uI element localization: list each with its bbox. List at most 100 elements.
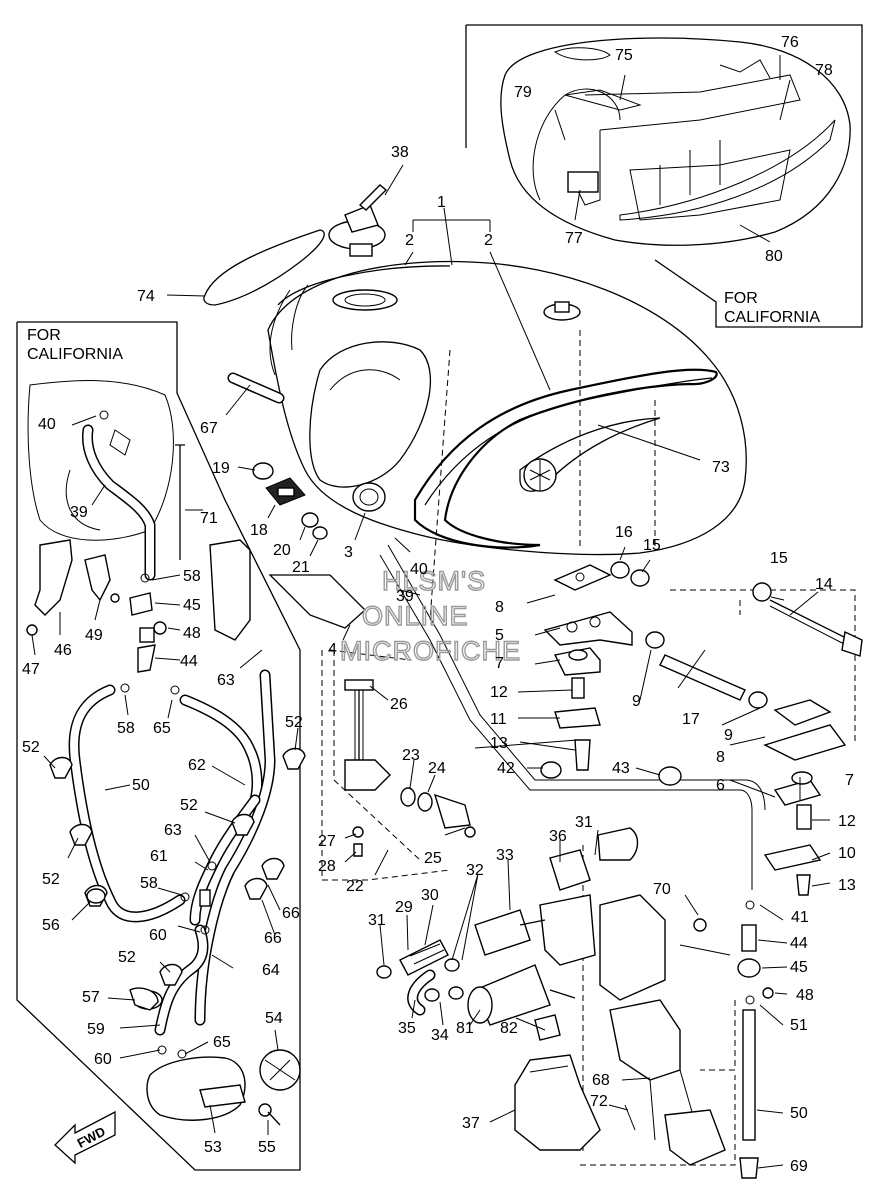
callout-80: 80: [765, 248, 783, 265]
callout-63b: 63: [164, 822, 182, 839]
callout-21: 21: [292, 559, 310, 576]
callout-52d: 52: [42, 871, 60, 888]
callout-76: 76: [781, 34, 799, 51]
callout-50a: 50: [132, 777, 150, 794]
callout-14: 14: [815, 576, 833, 593]
callout-5: 5: [495, 627, 504, 644]
callout-3: 3: [344, 544, 353, 561]
callout-74: 74: [137, 288, 155, 305]
callout-36: 36: [549, 828, 567, 845]
callout-32: 32: [466, 862, 484, 879]
grommet-fasteners: [252, 462, 386, 540]
callout-39b: 39: [396, 588, 414, 605]
callout-77: 77: [565, 230, 583, 247]
callout-67: 67: [200, 420, 218, 437]
callout-75: 75: [615, 47, 633, 64]
callout-37: 37: [462, 1115, 480, 1132]
callout-60a: 60: [149, 927, 167, 944]
callout-63a: 63: [217, 672, 235, 689]
inset-top-label-line1: FOR: [724, 290, 758, 307]
watermark-line3: MICROFICHE: [340, 636, 521, 666]
callout-8a: 8: [495, 599, 504, 616]
inset-left-label-line2: CALIFORNIA: [27, 346, 123, 363]
leader-lines: [31, 55, 831, 1169]
callout-58b: 58: [117, 720, 135, 737]
callout-53: 53: [204, 1139, 222, 1156]
callout-55: 55: [258, 1139, 276, 1156]
callout-52a: 52: [22, 739, 40, 756]
callout-71: 71: [200, 510, 218, 527]
callout-29: 29: [395, 899, 413, 916]
callout-23: 23: [402, 747, 420, 764]
callout-39a: 39: [70, 504, 88, 521]
callout-labels: 1 2 2 3 4 5 6 7 7 8 8 9 9 10 11 12 12 13…: [22, 34, 856, 1175]
callout-15b: 15: [770, 550, 788, 567]
callout-43: 43: [612, 760, 630, 777]
callout-40b: 40: [410, 561, 428, 578]
callout-57: 57: [82, 989, 100, 1006]
callout-59: 59: [87, 1021, 105, 1038]
callout-8b: 8: [716, 749, 725, 766]
callout-54: 54: [265, 1010, 283, 1027]
callout-56: 56: [42, 917, 60, 934]
callout-22: 22: [346, 878, 364, 895]
watermark-line1: HLSM'S: [382, 566, 486, 596]
callout-13a: 13: [490, 735, 508, 752]
callout-31a: 31: [368, 912, 386, 929]
fuel-tank: [267, 260, 747, 621]
callout-70: 70: [653, 881, 671, 898]
callout-82: 82: [500, 1020, 518, 1037]
callout-48b: 48: [796, 987, 814, 1004]
callout-2a: 2: [405, 232, 414, 249]
callout-34: 34: [431, 1027, 449, 1044]
callout-40a: 40: [38, 416, 56, 433]
callout-45a: 45: [183, 597, 201, 614]
callout-50b: 50: [790, 1105, 808, 1122]
callout-44a: 44: [180, 653, 198, 670]
callout-15a: 15: [643, 537, 661, 554]
callout-12b: 12: [838, 813, 856, 830]
callout-46: 46: [54, 642, 72, 659]
callout-7b: 7: [845, 772, 854, 789]
callout-47: 47: [22, 661, 40, 678]
callout-52e: 52: [118, 949, 136, 966]
callout-45b: 45: [790, 959, 808, 976]
callout-30: 30: [421, 887, 439, 904]
callout-1: 1: [437, 194, 446, 211]
callout-81: 81: [456, 1020, 474, 1037]
california-evap-parts: [26, 410, 306, 1165]
callout-64: 64: [262, 962, 280, 979]
fuel-cock-area: [268, 544, 766, 890]
fuel-cap-38: [328, 184, 388, 257]
callout-18: 18: [250, 522, 268, 539]
watermark: HLSM'S ONLINE MICROFICHE: [339, 565, 521, 666]
callout-65a: 65: [153, 720, 171, 737]
callout-25: 25: [424, 850, 442, 867]
callout-52b: 52: [285, 714, 303, 731]
callout-79: 79: [514, 84, 532, 101]
inset-california-top: FOR CALIFORNIA: [465, 24, 863, 328]
callout-9a: 9: [632, 693, 641, 710]
callout-2b: 2: [484, 232, 493, 249]
hose-67: [227, 372, 285, 404]
inset-left-label-line1: FOR: [27, 327, 61, 344]
callout-24: 24: [428, 760, 446, 777]
callout-33: 33: [496, 847, 514, 864]
callout-19: 19: [212, 460, 230, 477]
tank-mount-brackets: [540, 561, 863, 896]
callout-73: 73: [712, 459, 730, 476]
callout-68: 68: [592, 1072, 610, 1089]
callout-13b: 13: [838, 877, 856, 894]
inset-top-label-line2: CALIFORNIA: [724, 309, 820, 326]
callout-38: 38: [391, 144, 409, 161]
callout-7a: 7: [495, 655, 504, 672]
callout-65b: 65: [213, 1034, 231, 1051]
callout-69: 69: [790, 1158, 808, 1175]
callout-41: 41: [791, 909, 809, 926]
callout-12a: 12: [490, 684, 508, 701]
callout-60b: 60: [94, 1051, 112, 1068]
callout-51: 51: [790, 1017, 808, 1034]
knee-pad-74: [203, 229, 325, 306]
callout-27: 27: [318, 833, 336, 850]
